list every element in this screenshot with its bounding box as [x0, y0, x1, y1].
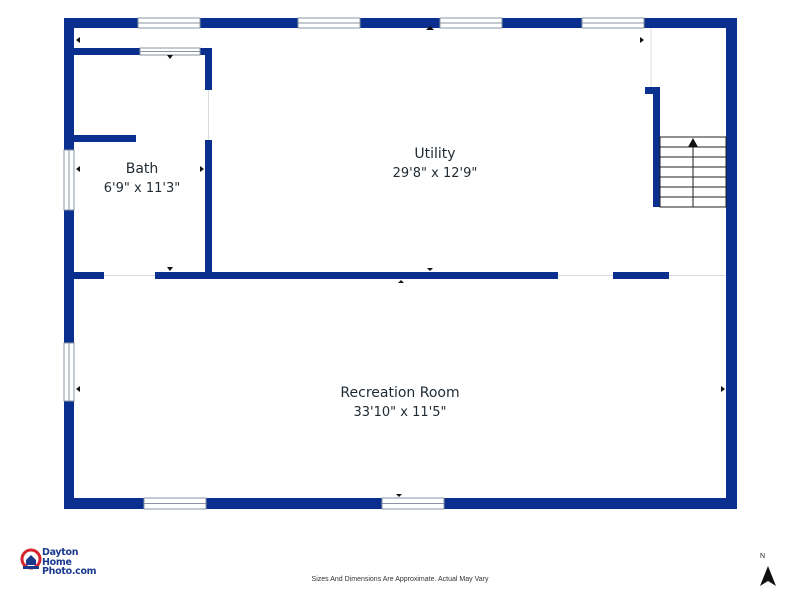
logo-icon — [20, 548, 42, 570]
top-windows — [137, 17, 645, 29]
outer-walls — [64, 18, 737, 509]
disclaimer-text: Sizes And Dimensions Are Approximate. Ac… — [311, 576, 489, 583]
logo-line-3: Photo.com — [42, 566, 97, 577]
bath-top-window — [139, 47, 201, 56]
logo-line-1: Dayton — [42, 547, 79, 558]
room-dimensions-utility: 29'8" x 12'9" — [392, 166, 478, 181]
stairs — [659, 136, 727, 208]
room-name-recreation: Recreation Room — [340, 385, 460, 401]
room-label-utility: Utility 29'8" x 12'9" — [355, 145, 515, 183]
north-arrow-icon — [760, 566, 776, 586]
door-openings — [104, 28, 726, 276]
stair-up-arrow-icon — [688, 138, 698, 147]
room-dimensions-recreation: 33'10" x 11'5" — [353, 405, 447, 420]
room-name-bath: Bath — [125, 161, 159, 177]
bottom-windows — [143, 497, 445, 510]
logo-line-2: Home — [42, 556, 72, 568]
room-label-recreation: Recreation Room 33'10" x 11'5" — [300, 384, 500, 422]
room-dimensions-bath: 6'9" x 11'3" — [103, 181, 181, 196]
room-label-bath: Bath 6'9" x 11'3" — [92, 160, 192, 198]
room-name-utility: Utility — [414, 146, 456, 162]
dimension-markers — [76, 26, 725, 497]
compass-label: N — [760, 553, 766, 560]
logo-text: Dayton Home Photo.com — [42, 547, 97, 577]
left-windows — [63, 149, 75, 402]
